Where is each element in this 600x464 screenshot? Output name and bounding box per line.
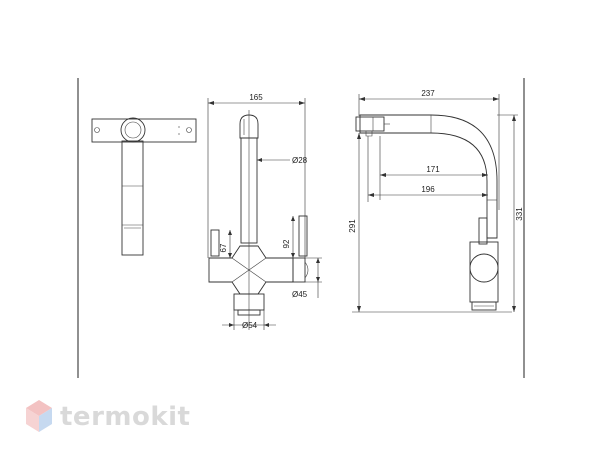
- top-view-spout-circle: [124, 121, 142, 139]
- label-92: 92: [282, 239, 291, 248]
- top-view-base-plate: [91, 118, 197, 143]
- side-body: [469, 241, 499, 303]
- mounting-hole-left: [94, 127, 100, 133]
- side-valve-circle: [469, 253, 499, 283]
- top-view-spout: [121, 140, 144, 256]
- side-handle: [478, 217, 488, 245]
- side-base: [471, 301, 497, 311]
- label-67: 67: [219, 243, 228, 252]
- top-view-body-circle: [120, 117, 146, 143]
- label-237: 237: [421, 89, 435, 98]
- label-165: 165: [249, 93, 263, 102]
- label-196: 196: [421, 185, 435, 194]
- top-view: [91, 117, 197, 256]
- right-valve-cap: [292, 257, 306, 283]
- mounting-hole-right: [186, 127, 192, 133]
- label-171: 171: [426, 165, 440, 174]
- side-view: [352, 94, 518, 313]
- side-spout: [359, 114, 498, 239]
- brand-logo-icon: [26, 400, 52, 432]
- brand-watermark: termokit: [24, 398, 190, 436]
- right-handle: [298, 215, 308, 257]
- label-d28: Ø28: [292, 156, 308, 165]
- label-d54: Ø54: [242, 321, 258, 330]
- left-handle: [210, 229, 220, 257]
- label-291: 291: [348, 219, 357, 233]
- label-331: 331: [515, 207, 524, 221]
- brand-name: termokit: [60, 402, 191, 432]
- label-d45: Ø45: [292, 290, 308, 299]
- front-base-foot: [237, 309, 261, 316]
- front-view: [207, 98, 322, 330]
